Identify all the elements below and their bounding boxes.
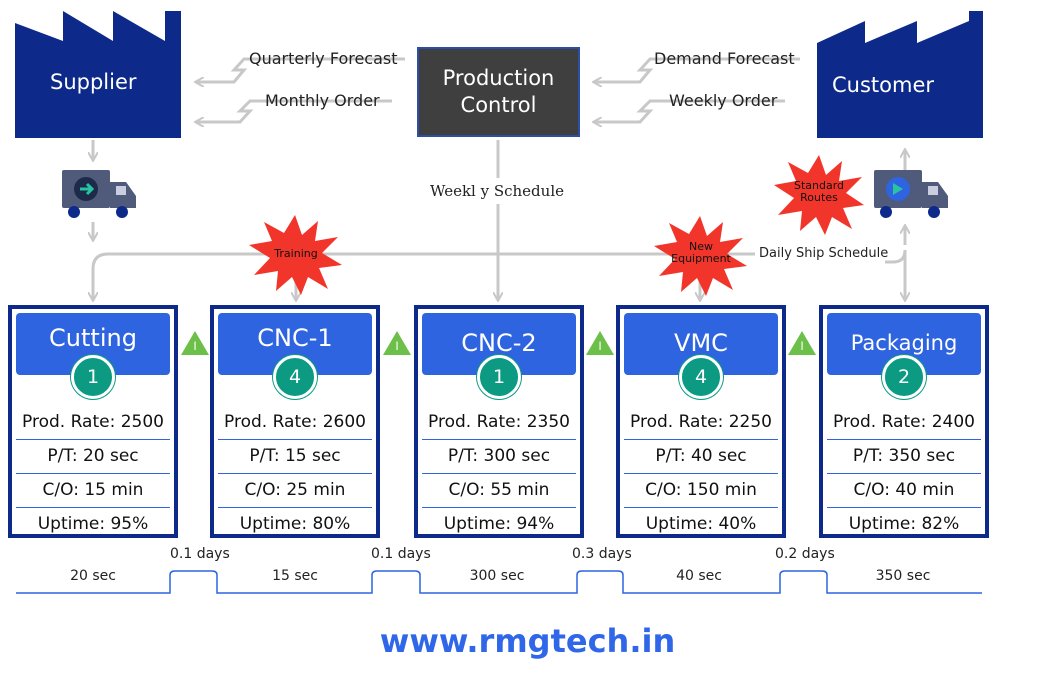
timeline-days: 0.1 days — [371, 546, 431, 562]
process-time: P/T: 300 sec — [422, 439, 576, 473]
production-control-box: Production Control — [417, 47, 580, 137]
timeline-process-time: 300 sec — [469, 568, 525, 584]
process-cnc-1: CNC-1 4 Prod. Rate: 2600 P/T: 15 sec C/O… — [210, 305, 380, 538]
uptime: Uptime: 80% — [218, 507, 372, 541]
inventory-triangle-icon: I — [382, 330, 412, 356]
customer-label: Customer — [832, 73, 935, 97]
inventory-triangle-icon: I — [585, 330, 615, 356]
operator-count: 4 — [273, 355, 317, 399]
prod-rate: Prod. Rate: 2500 — [22, 412, 164, 432]
production-control-line1: Production — [442, 66, 555, 90]
changeover: C/O: 150 min — [624, 473, 778, 507]
prod-rate: Prod. Rate: 2350 — [428, 412, 570, 432]
operator-count: 4 — [679, 355, 723, 399]
timeline-days: 0.3 days — [572, 546, 632, 562]
process-time: P/T: 20 sec — [16, 439, 170, 473]
kaizen-standard-routes-line2: Routes — [800, 191, 838, 204]
changeover: C/O: 40 min — [827, 473, 981, 507]
website-url[interactable]: www.rmgtech.in — [379, 622, 676, 660]
inventory-symbol: I — [598, 339, 602, 353]
customer-factory-icon — [817, 11, 983, 138]
prod-rate: Prod. Rate: 2600 — [224, 412, 366, 432]
monthly-order-label: Monthly Order — [265, 91, 380, 110]
changeover: C/O: 15 min — [16, 473, 170, 507]
kaizen-burst-standard-routes-icon — [774, 155, 864, 235]
timeline-process-time: 15 sec — [272, 568, 318, 584]
supplier-factory-icon — [15, 11, 181, 138]
demand-forecast-label: Demand Forecast — [654, 49, 795, 68]
kaizen-new-equipment-line2: Equipment — [671, 252, 731, 265]
operator-count: 2 — [882, 355, 926, 399]
supplier-truck-icon — [62, 170, 136, 218]
process-packaging: Packaging 2 Prod. Rate: 2400 P/T: 350 se… — [819, 305, 989, 538]
weekly-order-label: Weekly Order — [669, 91, 778, 110]
process-time: P/T: 15 sec — [218, 439, 372, 473]
daily-ship-schedule-label: Daily Ship Schedule — [759, 246, 889, 261]
inventory-symbol: I — [395, 339, 399, 353]
quarterly-forecast-label: Quarterly Forecast — [249, 49, 398, 68]
process-vmc: VMC 4 Prod. Rate: 2250 P/T: 40 sec C/O: … — [616, 305, 786, 538]
kaizen-new-equipment-label: New Equipment — [665, 241, 737, 265]
prod-rate: Prod. Rate: 2250 — [630, 412, 772, 432]
kaizen-standard-routes-label: Standard Routes — [786, 180, 852, 204]
timeline-days: 0.1 days — [170, 546, 230, 562]
timeline-process-time: 20 sec — [70, 568, 116, 584]
kaizen-training-label: Training — [274, 247, 318, 260]
production-control-line2: Control — [460, 93, 537, 117]
uptime: Uptime: 95% — [16, 507, 170, 541]
kaizen-burst-training-icon — [249, 215, 342, 295]
kaizen-new-equipment-line1: New — [689, 240, 713, 253]
process-time: P/T: 40 sec — [624, 439, 778, 473]
uptime: Uptime: 82% — [827, 507, 981, 541]
operator-count: 1 — [71, 355, 115, 399]
uptime: Uptime: 40% — [624, 507, 778, 541]
process-name: Cutting — [16, 313, 170, 375]
inventory-triangle-icon: I — [180, 330, 210, 356]
changeover: C/O: 55 min — [422, 473, 576, 507]
inventory-symbol: I — [193, 339, 197, 353]
inventory-triangle-icon: I — [787, 330, 817, 356]
process-time: P/T: 350 sec — [827, 439, 981, 473]
kaizen-burst-new-equipment-icon — [654, 216, 747, 296]
changeover: C/O: 25 min — [218, 473, 372, 507]
timeline-days: 0.2 days — [775, 546, 835, 562]
process-cutting: Cutting 1 Prod. Rate: 2500 P/T: 20 sec C… — [8, 305, 178, 538]
weekly-schedule-label: Weekl y Schedule — [430, 182, 564, 200]
prod-rate: Prod. Rate: 2400 — [833, 412, 975, 432]
kaizen-standard-routes-line1: Standard — [793, 179, 845, 192]
inventory-symbol: I — [800, 339, 804, 353]
supplier-label: Supplier — [50, 70, 137, 94]
timeline-process-time: 350 sec — [875, 568, 931, 584]
operator-count: 1 — [477, 355, 521, 399]
process-cnc-2: CNC-2 1 Prod. Rate: 2350 P/T: 300 sec C/… — [414, 305, 584, 538]
timeline-process-time: 40 sec — [676, 568, 722, 584]
customer-truck-icon — [874, 170, 948, 218]
uptime: Uptime: 94% — [422, 507, 576, 541]
